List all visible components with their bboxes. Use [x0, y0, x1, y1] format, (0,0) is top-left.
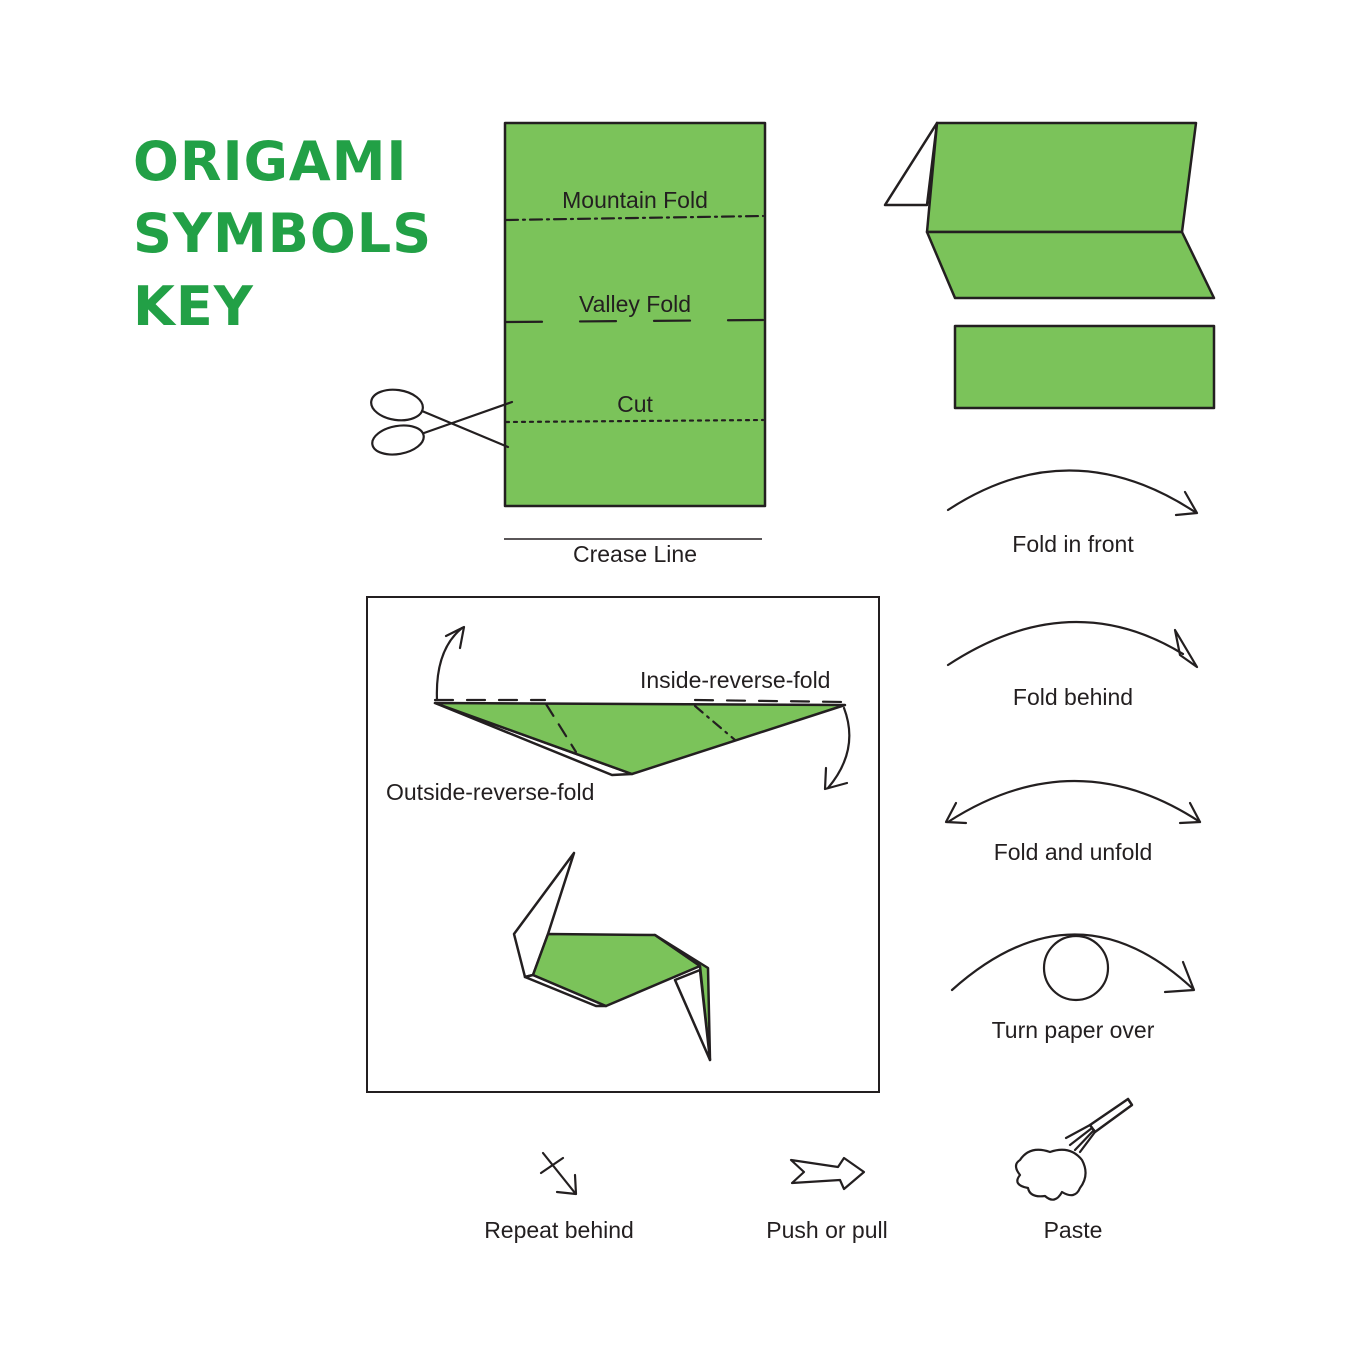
repeat-behind-icon [539, 1151, 578, 1196]
reverse-fold-panel [366, 596, 880, 1093]
fold-in-front-arrow-icon [946, 469, 1199, 517]
push-or-pull-icon [789, 1156, 866, 1191]
mountain-fold-label: Mountain Fold [562, 187, 708, 213]
paper-sheet [503, 121, 767, 508]
title-line-3: KEY [133, 275, 254, 338]
fold-and-unfold-arrow-icon [944, 780, 1202, 825]
paste-brush-icon [1014, 1097, 1134, 1201]
cut-label: Cut [617, 391, 653, 417]
repeat-behind-label: Repeat behind [484, 1217, 634, 1243]
turn-paper-over-icon [950, 933, 1196, 1002]
mountain-fold-line [504, 214, 765, 222]
folded-paper-illustration [883, 121, 1216, 300]
title-line-1: ORIGAMI [133, 130, 408, 193]
crease-line-label: Crease Line [573, 541, 697, 567]
inside-reverse-fold-arrow-icon [823, 706, 851, 791]
reverse-fold-triangle [433, 698, 847, 777]
fold-in-front-label: Fold in front [1012, 531, 1134, 557]
push-or-pull-label: Push or pull [766, 1217, 887, 1243]
flat-paper-illustration [953, 324, 1216, 410]
folded-bird-illustration [512, 851, 712, 1062]
inside-reverse-fold-label: Inside-reverse-fold [640, 667, 830, 693]
fold-and-unfold-label: Fold and unfold [994, 839, 1153, 865]
valley-fold-label: Valley Fold [579, 291, 691, 317]
turn-paper-over-label: Turn paper over [992, 1017, 1155, 1043]
cut-line [504, 418, 765, 424]
scissors-icon [370, 388, 514, 456]
outside-reverse-fold-arrow-icon [435, 625, 466, 702]
outside-reverse-fold-label: Outside-reverse-fold [386, 779, 594, 805]
paste-label: Paste [1044, 1217, 1103, 1243]
title-line-2: SYMBOLS [133, 202, 432, 265]
fold-behind-label: Fold behind [1013, 684, 1133, 710]
fold-behind-arrow-icon [946, 620, 1199, 669]
